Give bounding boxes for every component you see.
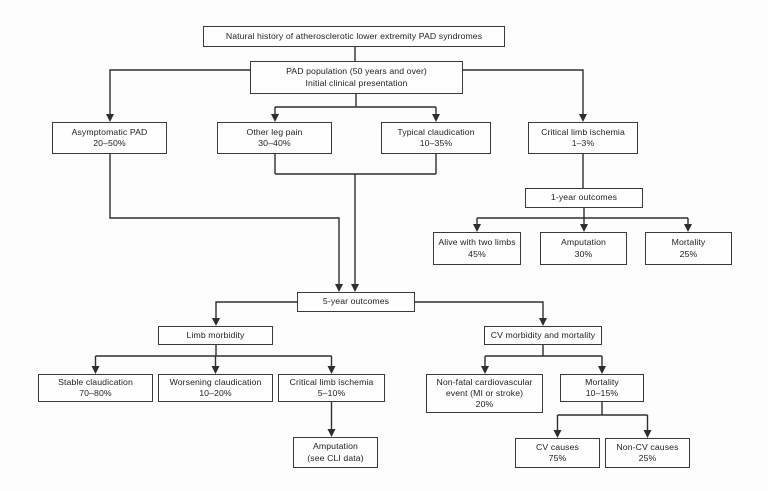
node-alive-with-two-limbs: Alive with two limbs 45% — [433, 232, 521, 265]
node-text-line: Amputation — [561, 237, 606, 248]
node-mortality-one-year: Mortality 25% — [645, 232, 732, 265]
node-text-line: Stable claudication — [58, 376, 133, 387]
node-text-line: Critical limb ischemia — [289, 376, 374, 387]
node-text-line: 30–40% — [258, 138, 291, 148]
node-text-line: 75% — [548, 453, 567, 463]
node-text-line: 5-year outcomes — [322, 296, 390, 307]
node-amputation-cli: Amputation (see CLI data) — [293, 437, 378, 468]
node-mortality-five-year: Mortality 10–15% — [560, 374, 644, 402]
node-text-line: Non-fatal cardiovascular — [436, 376, 533, 387]
node-cv-morbidity-mortality: CV morbidity and mortality — [484, 326, 602, 345]
node-text-line: Non-CV causes — [616, 441, 679, 452]
node-stable-claudication: Stable claudication 70–80% — [38, 374, 153, 402]
node-asymptomatic-pad: Asymptomatic PAD 20–50% — [52, 122, 167, 154]
node-text-line: 1–3% — [571, 138, 595, 148]
node-text-line: 70–80% — [79, 388, 112, 398]
node-text-line: Worsening claudication — [169, 376, 262, 387]
node-text-line: 10–20% — [199, 388, 232, 398]
node-text-line: Mortality — [585, 376, 619, 387]
node-amputation-one-year: Amputation 30% — [540, 232, 627, 265]
node-text-line: 20% — [475, 399, 494, 410]
node-worsening-claudication: Worsening claudication 10–20% — [158, 374, 273, 402]
node-text-line: CV morbidity and mortality — [490, 329, 596, 340]
node-pad-population: PAD population (50 years and over) Initi… — [250, 61, 463, 94]
node-text-line: PAD population (50 years and over) — [286, 66, 427, 77]
node-text-line: Mortality — [671, 237, 706, 248]
node-natural-history: Natural history of atherosclerotic lower… — [203, 26, 505, 47]
node-text-line: Initial clinical presentation — [305, 77, 408, 88]
node-limb-morbidity: Limb morbidity — [158, 326, 273, 345]
node-text-line: 20–50% — [93, 138, 126, 148]
node-typical-claudication: Typical claudication 10–35% — [381, 122, 491, 154]
node-critical-limb-ischemia-initial: Critical limb ischemia 1–3% — [528, 122, 638, 154]
node-text-line: 30% — [574, 248, 593, 259]
node-non-fatal-cv-event: Non-fatal cardiovascular event (MI or st… — [426, 374, 543, 413]
node-one-year-outcomes: 1-year outcomes — [525, 188, 643, 208]
node-text-line: Other leg pain — [246, 126, 303, 137]
node-text-line: 10–35% — [419, 138, 453, 148]
node-text-line: Amputation — [313, 441, 358, 452]
node-text-line: Critical limb ischemia — [541, 126, 625, 137]
node-text-line: 25% — [679, 248, 698, 259]
node-critical-limb-ischemia-five-year: Critical limb ischemia 5–10% — [278, 374, 385, 402]
node-non-cv-causes: Non-CV causes 25% — [605, 438, 690, 468]
node-text-line: Alive with two limbs — [438, 237, 516, 248]
node-text-line: CV causes — [536, 441, 579, 452]
node-text-line: Limb morbidity — [186, 329, 245, 340]
node-cv-causes: CV causes 75% — [515, 438, 600, 468]
node-text-line: 10–15% — [585, 388, 619, 398]
node-text-line: Natural history of atherosclerotic lower… — [225, 30, 483, 41]
node-text-line: 45% — [468, 248, 486, 259]
node-text-line: 5–10% — [317, 388, 346, 398]
node-other-leg-pain: Other leg pain 30–40% — [217, 122, 332, 154]
node-five-year-outcomes: 5-year outcomes — [297, 292, 415, 312]
node-text-line: 25% — [638, 453, 657, 463]
node-text-line: Asymptomatic PAD — [71, 126, 148, 137]
node-text-line: event (MI or stroke) — [445, 387, 524, 398]
node-text-line: Typical claudication — [397, 126, 475, 137]
node-text-line: 1-year outcomes — [550, 192, 618, 203]
node-text-line: (see CLI data) — [307, 452, 364, 463]
